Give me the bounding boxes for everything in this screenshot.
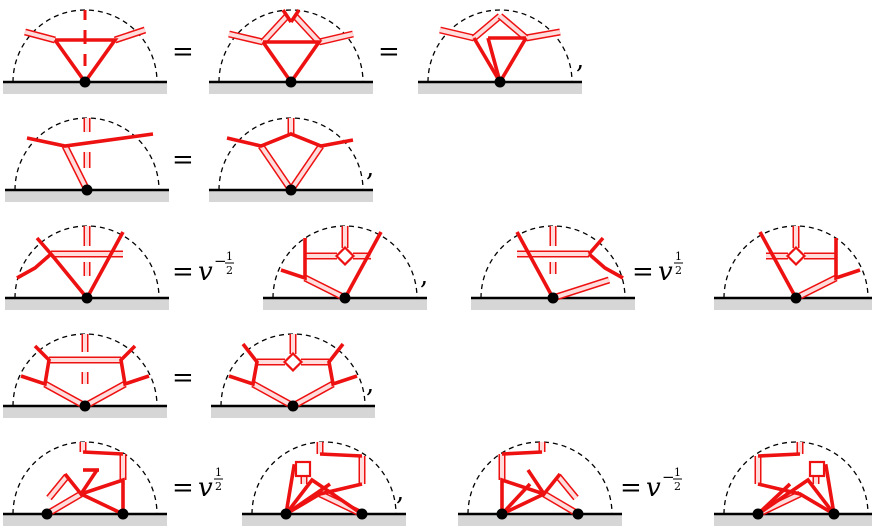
svg-text:v: v xyxy=(198,257,213,287)
boundary-point xyxy=(285,76,297,88)
comma: , xyxy=(366,153,374,183)
row5-diagram-2 xyxy=(240,440,408,528)
svg-text:2: 2 xyxy=(675,264,682,277)
row1-diagram-2 xyxy=(207,8,375,96)
boundary-point xyxy=(81,184,93,196)
boundary-point xyxy=(496,508,508,520)
svg-text:−: − xyxy=(662,468,675,486)
row5-diagram-3 xyxy=(456,440,624,528)
boundary-point xyxy=(494,76,506,88)
boundary-point xyxy=(752,508,764,520)
coefficient-v-plus-half: = v 1 2 xyxy=(632,250,683,287)
row4-diagram-2 xyxy=(209,332,377,420)
comma: , xyxy=(420,261,428,291)
svg-text:=: = xyxy=(172,257,194,287)
comma: , xyxy=(366,369,374,399)
row5-diagram-4 xyxy=(712,440,872,528)
svg-text:=: = xyxy=(632,257,654,287)
boundary-point xyxy=(117,508,129,520)
row2-diagram-2 xyxy=(207,116,375,204)
svg-text:−: − xyxy=(214,252,227,270)
svg-text:2: 2 xyxy=(215,480,222,493)
row3-diagram-4 xyxy=(712,224,872,312)
svg-text:1: 1 xyxy=(215,466,222,479)
coefficient-v-minus-half-row5: = v − 1 2 xyxy=(620,466,682,503)
coefficient-v-minus-half: = v − 1 2 xyxy=(172,250,234,287)
svg-text:2: 2 xyxy=(226,264,233,277)
svg-text:v: v xyxy=(658,257,673,287)
row4-diagram-1 xyxy=(1,332,169,420)
boundary-point xyxy=(285,184,297,196)
boundary-point xyxy=(547,292,559,304)
boundary-point xyxy=(339,292,351,304)
svg-text:1: 1 xyxy=(226,250,233,263)
svg-text:1: 1 xyxy=(674,466,681,479)
svg-text:2: 2 xyxy=(674,480,681,493)
row1-diagram-3 xyxy=(416,8,584,96)
boundary-point xyxy=(287,400,299,412)
boundary-point xyxy=(79,76,91,88)
comma: , xyxy=(396,477,404,507)
svg-text:=: = xyxy=(172,473,194,503)
row3-diagram-2 xyxy=(261,224,429,312)
boundary-point xyxy=(828,508,840,520)
svg-text:1: 1 xyxy=(675,250,682,263)
row3-diagram-3 xyxy=(469,224,637,312)
equals-sign: = xyxy=(172,363,194,393)
boundary-point xyxy=(790,292,802,304)
equals-sign: = xyxy=(378,37,400,67)
svg-text:v: v xyxy=(646,473,661,503)
boundary-point xyxy=(356,508,368,520)
boundary-point xyxy=(280,508,292,520)
row1-diagram-1 xyxy=(1,8,169,96)
row3-diagram-1 xyxy=(3,224,171,312)
boundary-point xyxy=(572,508,584,520)
boundary-point xyxy=(81,292,93,304)
row2-diagram-1 xyxy=(3,116,171,204)
equals-sign: = xyxy=(172,145,194,175)
svg-text:=: = xyxy=(620,473,642,503)
comma: , xyxy=(576,45,584,75)
row5-diagram-1 xyxy=(1,440,169,528)
coefficient-v-plus-half-row5: = v 1 2 xyxy=(172,466,223,503)
equals-sign: = xyxy=(172,37,194,67)
svg-text:v: v xyxy=(198,473,213,503)
boundary-point xyxy=(41,508,53,520)
boundary-point xyxy=(79,400,91,412)
